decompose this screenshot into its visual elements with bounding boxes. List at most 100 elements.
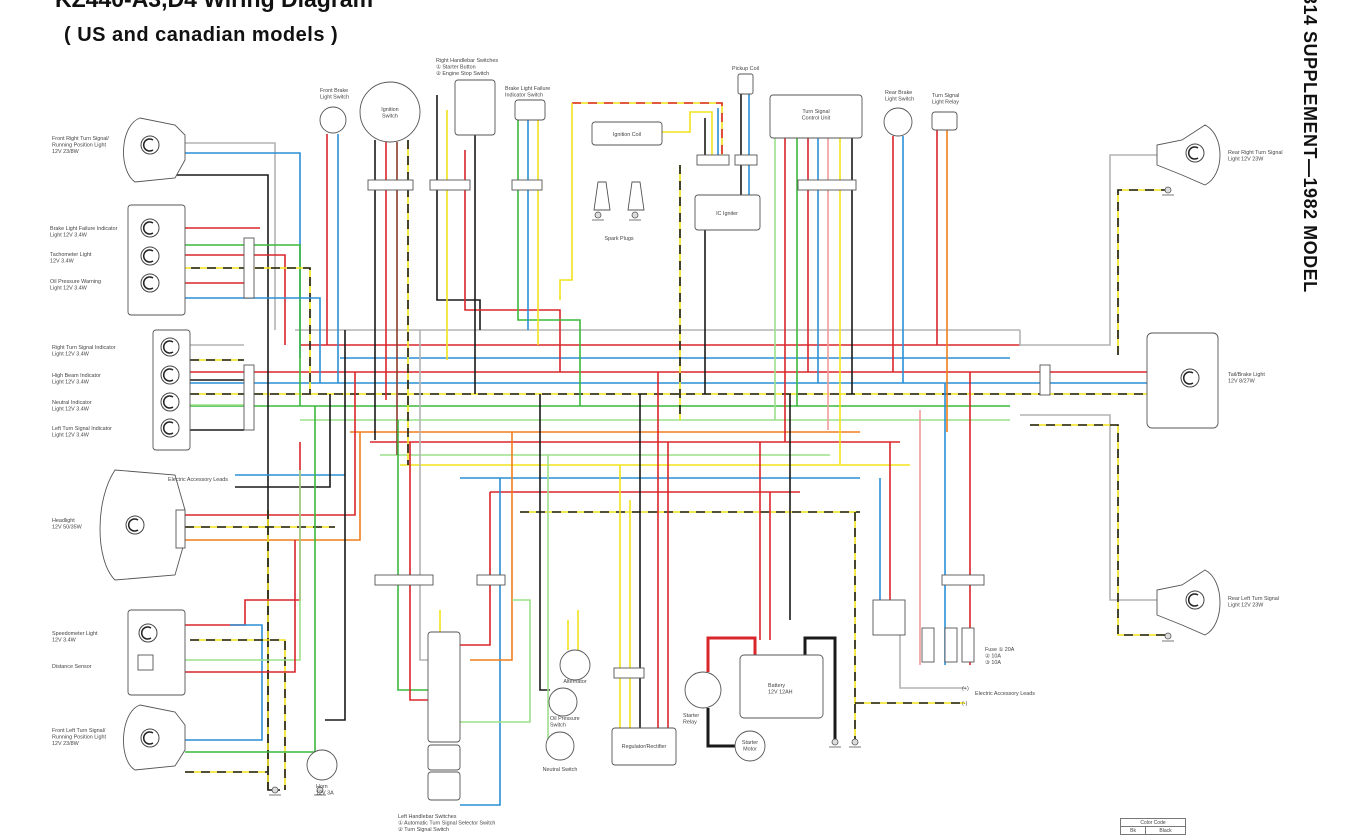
dimmer-switch-box: [427, 771, 461, 801]
bulb-icon: [140, 728, 160, 748]
label-line: 12V 3A: [316, 790, 334, 796]
fuse-2: [944, 627, 958, 663]
label-line: Oil Pressure: [550, 716, 580, 722]
wire-red: [460, 492, 491, 646]
bulb-icon: [160, 365, 180, 385]
labels: Front Right Turn Signal/Running Position…: [50, 58, 1283, 833]
turn-signal-control-unit-box: [769, 94, 863, 139]
fuse-1: [921, 627, 935, 663]
label-line: 12V 3.4W: [52, 637, 77, 643]
wire-gray: [419, 330, 428, 661]
label-reg-rect: Regulator/Rectifier: [622, 744, 667, 750]
label-line: Left Turn Signal Indicator: [52, 426, 112, 432]
wire-gray: [1019, 154, 1160, 346]
pickup-coil-box: [737, 73, 754, 95]
label-acc-leads-rear: Electric Accessory Leads: [975, 691, 1035, 697]
label-neutral-sw: Neutral Switch: [543, 767, 578, 773]
wire-lightgreen: [460, 599, 531, 723]
label-line: Rear Right Turn Signal: [1228, 150, 1283, 156]
label-line: ① Automatic Turn Signal Selector Switch: [398, 820, 495, 826]
connector: [734, 154, 758, 166]
neutral-switch-icon: [545, 731, 575, 761]
label-line: Light 12V 3.4W: [52, 351, 90, 357]
wire-stripe: [1117, 189, 1165, 355]
meter-box-lower: [152, 329, 191, 451]
label-line: 12V 8/27W: [1228, 378, 1256, 384]
oil-pressure-switch-icon: [548, 687, 578, 717]
label-front-left-signal: Front Left Turn Signal/Running Position …: [52, 728, 106, 747]
label-line: Horn: [316, 784, 328, 790]
label-line: Alternator: [563, 679, 587, 685]
bulb-icon: [125, 515, 145, 535]
label-ignition-coil: Ignition Coil: [613, 132, 641, 138]
label-line: Distance Sensor: [52, 664, 92, 670]
label-line: Battery: [768, 683, 785, 689]
label-line: Brake Light Failure: [505, 86, 550, 92]
label-line: Neutral Indicator: [52, 400, 92, 406]
label-line: ① Starter Button: [436, 64, 476, 70]
bulb-icon: [160, 418, 180, 438]
regulator-rectifier-box: [611, 727, 677, 766]
label-line: Switch: [550, 722, 566, 728]
spark-plug-2: [627, 181, 645, 211]
horn-button-box: [427, 744, 461, 771]
wire-gray: [899, 635, 965, 689]
color-code-name: Black: [1145, 826, 1186, 835]
label-distance: Distance Sensor: [52, 664, 92, 670]
wire-green: [517, 120, 581, 406]
bulb-icon: [140, 273, 160, 293]
label-line: Turn Signal: [932, 93, 959, 99]
label-line: Front Left Turn Signal/: [52, 728, 106, 734]
label-ic-igniter: IC Igniter: [716, 211, 738, 217]
ic-igniter-box: [694, 194, 761, 231]
label-line: ② 10A: [985, 653, 1001, 659]
ground-icon: [1162, 186, 1174, 196]
wire-orange: [185, 432, 361, 541]
bulb-icon: [140, 246, 160, 266]
color-code-header: Color Code: [1120, 818, 1186, 827]
alternator-icon: [559, 649, 591, 681]
label-line: Indicator Switch: [505, 92, 543, 98]
label-line: Electric Accessory Leads: [168, 477, 228, 483]
wire-red: [185, 254, 286, 345]
wire-black: [539, 394, 550, 691]
label-line: 12V 12AH: [768, 689, 793, 695]
label-line: Motor: [743, 746, 757, 752]
wire-red: [706, 636, 757, 672]
left-handlebar-switch-box: [427, 631, 461, 743]
label-line: Speedometer Light: [52, 631, 98, 637]
label-spark-plugs: Spark Plugs: [604, 236, 633, 242]
wire-yellow-black: [1117, 189, 1165, 355]
ignition-switch-icon: [359, 81, 421, 143]
connector: [511, 179, 543, 191]
label-line: Rear Brake: [885, 90, 912, 96]
label-line: Switch: [382, 113, 398, 119]
ground-icon: [314, 786, 326, 796]
reg-connector: [613, 667, 645, 679]
label-line: Running Position Light: [52, 142, 106, 148]
label-line: Tachometer Light: [50, 252, 92, 258]
bulb-icon: [140, 135, 160, 155]
wire-black: [803, 636, 837, 740]
label-front-right-signal: Front Right Turn Signal/Running Position…: [52, 136, 109, 155]
connector: [367, 179, 414, 191]
label-line: Electric Accessory Leads: [975, 691, 1035, 697]
wire-red: [185, 372, 356, 516]
label-line: Running Position Light: [52, 734, 106, 740]
